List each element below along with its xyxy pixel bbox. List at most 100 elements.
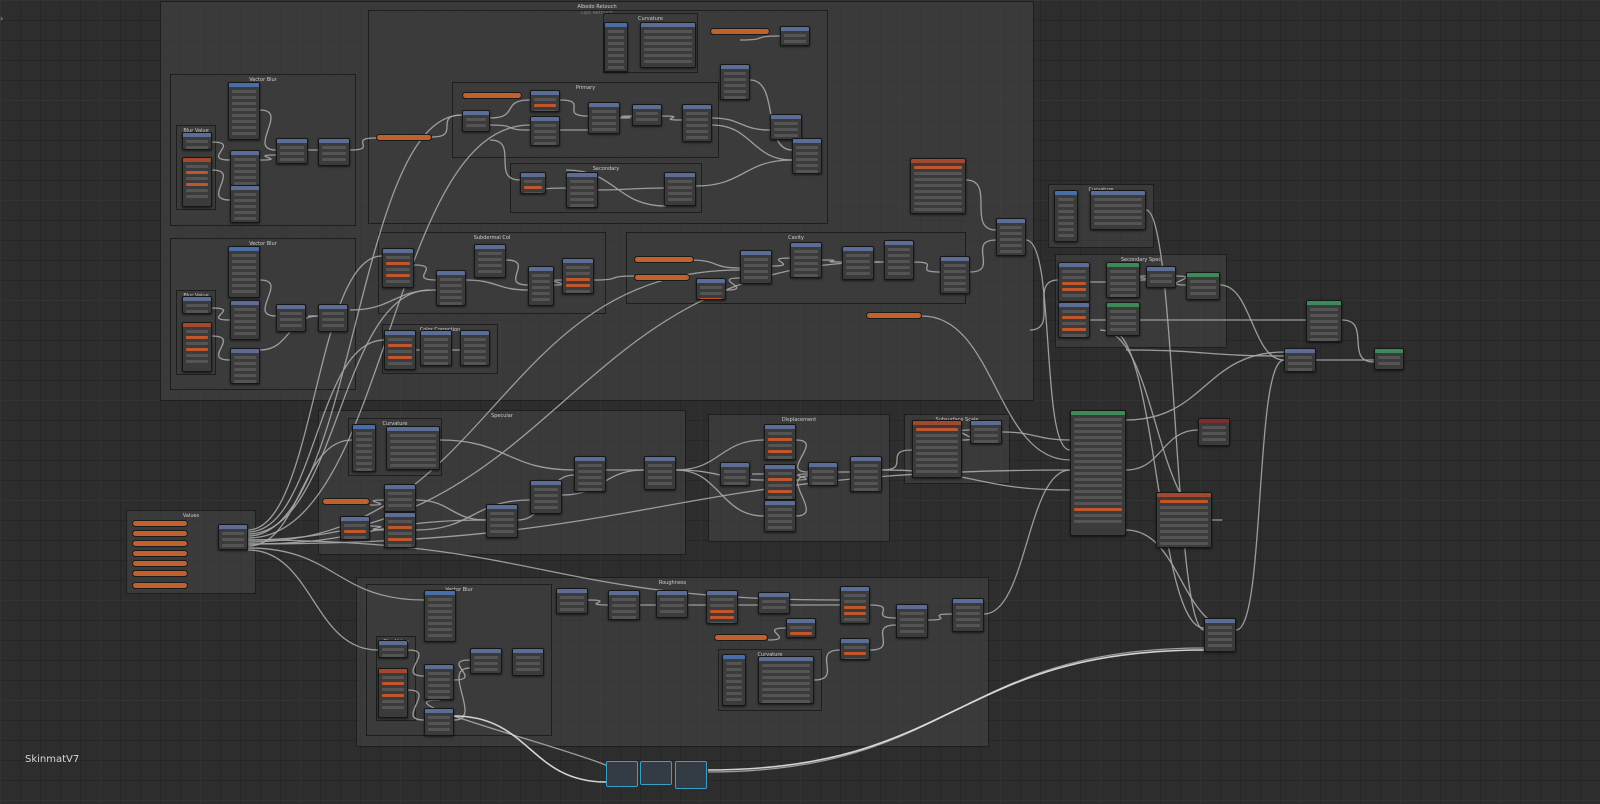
node-socket-field[interactable] xyxy=(232,254,256,257)
node-header[interactable] xyxy=(683,105,711,109)
node-socket-field[interactable] xyxy=(532,280,550,283)
node-socket-field[interactable] xyxy=(234,182,256,185)
node-socket-field[interactable] xyxy=(344,536,366,539)
node-socket-field[interactable] xyxy=(608,42,624,45)
node-socket-field[interactable] xyxy=(440,296,462,299)
node-socket-field[interactable] xyxy=(390,440,436,443)
node-socket-field[interactable] xyxy=(234,308,256,311)
node-socket-field[interactable] xyxy=(762,600,786,603)
node-socket-field[interactable] xyxy=(762,700,810,703)
value-node[interactable] xyxy=(132,540,188,547)
shader-node[interactable] xyxy=(566,172,598,208)
node-socket-field[interactable] xyxy=(844,658,866,659)
node-socket-field[interactable] xyxy=(382,676,404,679)
node-socket-field[interactable] xyxy=(322,324,344,327)
node-header[interactable] xyxy=(841,639,869,643)
node-socket-field[interactable] xyxy=(234,380,256,383)
node-socket-field[interactable] xyxy=(914,196,962,199)
node-header[interactable] xyxy=(383,249,413,253)
node-header[interactable] xyxy=(787,619,815,623)
node-socket-field[interactable] xyxy=(710,598,734,601)
node-socket-field[interactable] xyxy=(1058,210,1074,213)
shader-node[interactable] xyxy=(758,592,790,614)
node-header[interactable] xyxy=(645,457,675,461)
node-socket-field[interactable] xyxy=(560,608,584,611)
node-header[interactable] xyxy=(897,605,927,609)
shader-node[interactable] xyxy=(940,256,970,294)
node-socket-field[interactable] xyxy=(612,616,636,619)
node-socket-field[interactable] xyxy=(648,464,672,467)
node-socket-field[interactable] xyxy=(768,432,792,435)
node-socket-field[interactable] xyxy=(1074,520,1122,523)
node-socket-field[interactable] xyxy=(790,632,812,635)
shader-node[interactable] xyxy=(764,424,796,460)
node-socket-field[interactable] xyxy=(464,356,486,359)
node-header[interactable] xyxy=(563,259,593,263)
node-socket-field[interactable] xyxy=(186,140,208,143)
node-socket-field[interactable] xyxy=(1058,204,1074,207)
node-socket-field[interactable] xyxy=(1160,524,1208,527)
node-socket-field[interactable] xyxy=(1190,286,1216,289)
node-socket-field[interactable] xyxy=(796,152,818,155)
node-socket-field[interactable] xyxy=(762,694,810,697)
node-socket-field[interactable] xyxy=(846,266,870,269)
node-header[interactable] xyxy=(1071,411,1125,415)
node-socket-field[interactable] xyxy=(774,134,798,137)
node-socket-field[interactable] xyxy=(344,530,366,533)
node-header[interactable] xyxy=(513,649,543,653)
node-socket-field[interactable] xyxy=(1058,198,1074,201)
node-socket-field[interactable] xyxy=(388,492,412,495)
node-socket-field[interactable] xyxy=(1310,308,1338,311)
node-header[interactable] xyxy=(379,641,407,645)
node-socket-field[interactable] xyxy=(612,598,636,601)
shader-node[interactable] xyxy=(1058,262,1090,302)
node-socket-field[interactable] xyxy=(532,298,550,301)
node-socket-field[interactable] xyxy=(974,428,998,431)
value-node[interactable] xyxy=(132,530,188,537)
node-socket-field[interactable] xyxy=(768,450,792,453)
node-socket-field[interactable] xyxy=(440,302,462,305)
node-socket-field[interactable] xyxy=(234,170,256,173)
node-socket-field[interactable] xyxy=(524,186,542,189)
node-socket-field[interactable] xyxy=(796,158,818,161)
node-socket-field[interactable] xyxy=(608,66,624,69)
node-socket-field[interactable] xyxy=(234,217,256,220)
node-socket-field[interactable] xyxy=(844,600,866,603)
node-socket-field[interactable] xyxy=(356,450,372,453)
node-socket-field[interactable] xyxy=(1000,226,1022,229)
node-socket-field[interactable] xyxy=(914,190,962,193)
node-socket-field[interactable] xyxy=(812,482,834,485)
node-header[interactable] xyxy=(461,331,489,335)
node-header[interactable] xyxy=(567,173,597,177)
node-header[interactable] xyxy=(1199,419,1229,423)
node-socket-field[interactable] xyxy=(1310,332,1338,335)
node-socket-field[interactable] xyxy=(1074,430,1122,433)
node-header[interactable] xyxy=(425,591,455,595)
node-socket-field[interactable] xyxy=(1094,198,1142,201)
node-socket-field[interactable] xyxy=(1310,314,1338,317)
node-socket-field[interactable] xyxy=(534,98,556,101)
node-socket-field[interactable] xyxy=(1000,244,1022,247)
shader-node[interactable] xyxy=(1284,348,1316,372)
node-socket-field[interactable] xyxy=(1062,322,1086,325)
chevron-right-icon[interactable]: › xyxy=(0,14,4,23)
node-socket-field[interactable] xyxy=(534,142,556,145)
value-node[interactable] xyxy=(132,582,188,589)
node-header[interactable] xyxy=(1059,303,1089,307)
node-socket-field[interactable] xyxy=(900,618,924,621)
node-socket-field[interactable] xyxy=(428,716,450,719)
node-socket-field[interactable] xyxy=(844,618,866,621)
node-socket-field[interactable] xyxy=(440,278,462,281)
value-node[interactable] xyxy=(132,550,188,557)
node-socket-field[interactable] xyxy=(388,350,412,353)
shader-node[interactable] xyxy=(1090,190,1146,230)
node-socket-field[interactable] xyxy=(762,664,810,667)
node-socket-field[interactable] xyxy=(490,530,514,533)
node-socket-field[interactable] xyxy=(1310,320,1338,323)
node-socket-field[interactable] xyxy=(1310,338,1338,341)
shader-node[interactable] xyxy=(764,500,796,532)
shader-node[interactable] xyxy=(912,420,962,478)
node-socket-field[interactable] xyxy=(280,152,304,155)
node-header[interactable] xyxy=(843,247,873,251)
